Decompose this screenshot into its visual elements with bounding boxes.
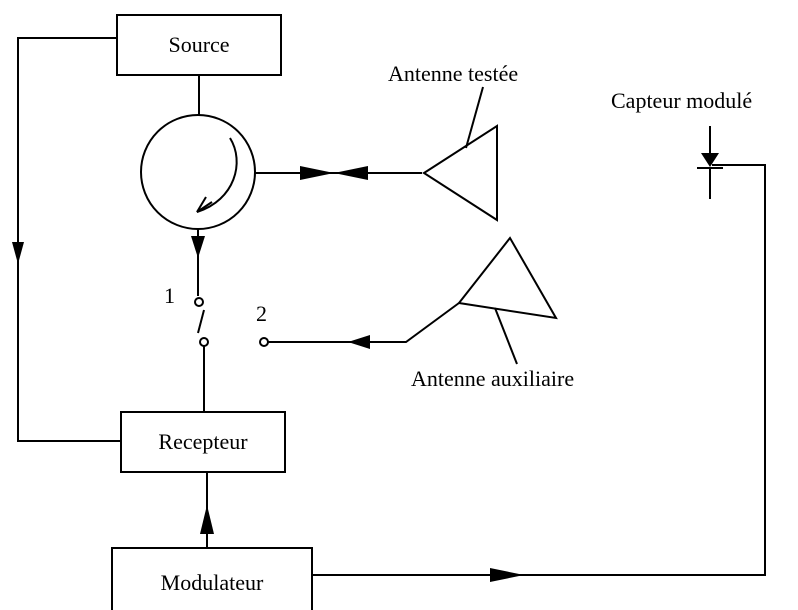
tested-antenna-pointer [465, 86, 484, 149]
switch-pos-2-label: 2 [256, 301, 267, 326]
circulator-arrowhead [196, 196, 213, 213]
tested-antenna-label: Antenne testée [388, 61, 518, 86]
switch-common-contact [199, 337, 209, 347]
left-feedback-wire [17, 37, 121, 442]
arrow-right-head [300, 166, 334, 180]
capteur-label: Capteur modulé [611, 88, 752, 113]
aux-antenna-pointer [494, 307, 518, 365]
recepteur-block [120, 411, 286, 473]
aux-antenna-horn [457, 236, 558, 320]
aux-antenna-label: Antenne auxiliaire [411, 366, 574, 391]
diode-icon [701, 153, 719, 167]
arrow-left-head [334, 166, 368, 180]
capteur-wire-arrow [490, 568, 524, 582]
down-arrow-head [191, 236, 205, 258]
circulator-arrow-icon [196, 137, 238, 213]
left-wire-arrow [12, 242, 24, 264]
up-arrow-head [200, 505, 214, 534]
aux-antenna-wire [268, 302, 460, 343]
tested-antenna-horn [422, 124, 498, 222]
recepteur-label: Recepteur [158, 429, 248, 454]
switch-blade [197, 309, 205, 334]
switch-pos-1-label: 1 [164, 283, 175, 308]
modulateur-block [111, 547, 313, 610]
aux-wire-arrow [348, 335, 370, 349]
modulateur-label: Modulateur [161, 570, 264, 595]
switch-contact-1 [194, 297, 204, 307]
source-label: Source [168, 32, 229, 57]
switch-contact-2 [259, 337, 269, 347]
modulateur-capteur-wire [312, 164, 766, 576]
